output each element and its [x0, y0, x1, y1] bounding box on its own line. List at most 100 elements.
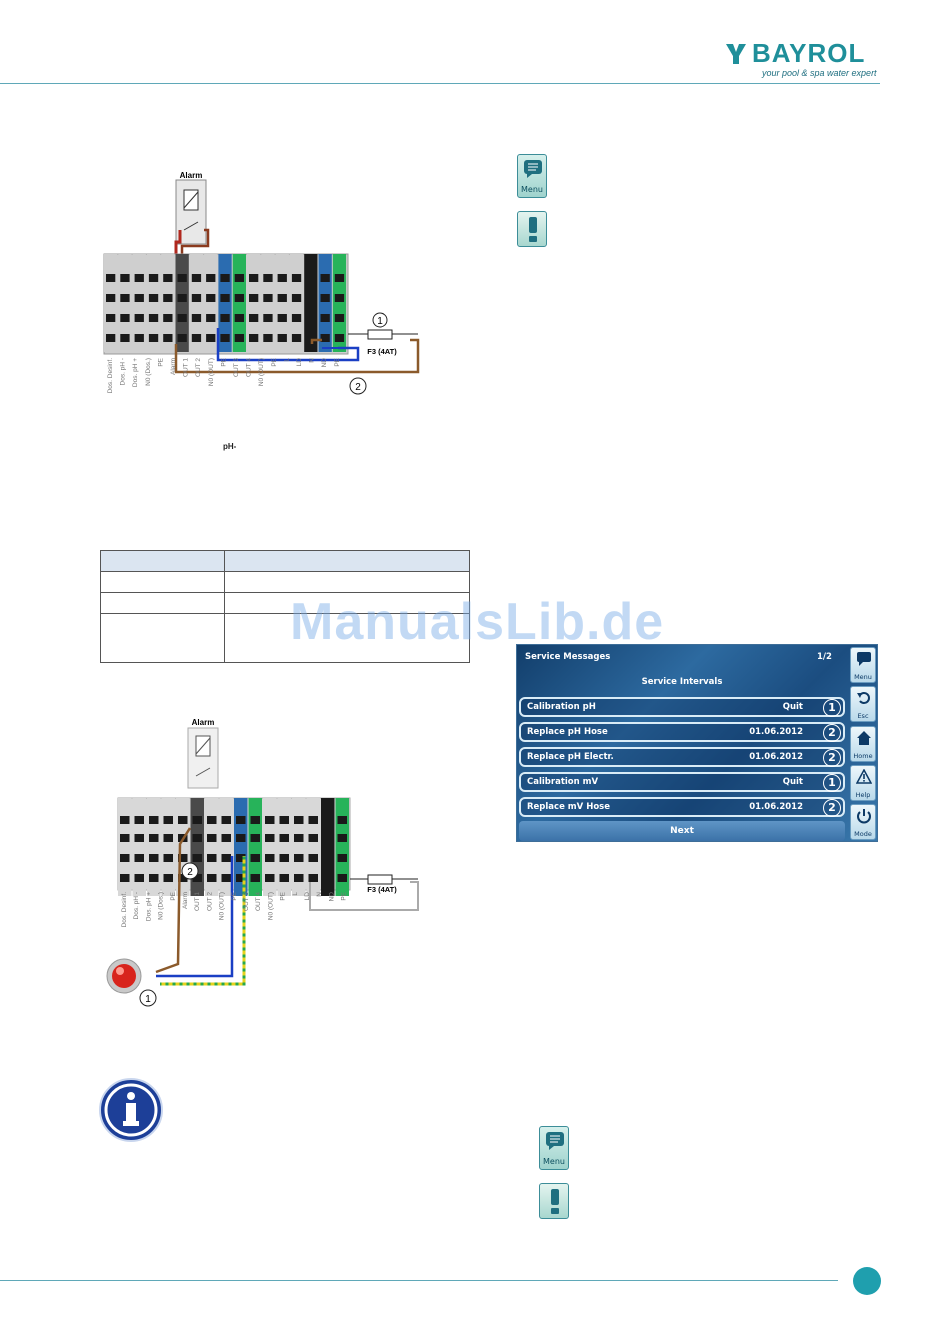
terminal-screw	[177, 334, 187, 342]
screen-home-button[interactable]: Home	[850, 726, 876, 762]
terminal-name: OUT 2	[206, 892, 213, 911]
terminal-name: OUT 1	[194, 892, 201, 911]
terminal-screw	[306, 294, 316, 302]
terminal-screw	[192, 854, 202, 862]
wiring-diagram-alarm-lamp: Alarm F3 (4AT) 2 1 Dos. Desinf.Dos. pH -…	[106, 718, 419, 1007]
menu-icon	[857, 652, 871, 666]
terminal-screw	[250, 834, 260, 842]
terminal-screw	[249, 274, 259, 282]
terminal-screw	[277, 334, 287, 342]
terminal-screw	[323, 874, 333, 882]
terminal-screw	[221, 854, 231, 862]
table-row	[100, 613, 470, 663]
terminal-name: ND	[321, 358, 328, 368]
menu-icon-label: Menu	[521, 185, 543, 194]
terminal-screw	[106, 294, 116, 302]
terminal-name: N0 (OUT)	[208, 358, 215, 386]
terminal-screw	[207, 874, 217, 882]
terminal-screw	[206, 334, 216, 342]
menu-icon: Menu	[517, 154, 547, 198]
terminal-screw	[149, 834, 159, 842]
home-icon	[857, 731, 871, 745]
terminal-name: N0 (Dos.)	[158, 892, 165, 920]
screen-menu-button[interactable]: Menu	[850, 647, 876, 683]
terminal-name: OUT 3	[243, 892, 250, 911]
terminal-screw	[191, 334, 202, 342]
terminal-screw	[106, 314, 116, 322]
terminal-screw	[220, 294, 230, 302]
terminal-screw	[148, 314, 159, 322]
terminal-screw	[291, 274, 302, 282]
terminal-screw	[192, 816, 202, 824]
callout-2-circle	[349, 377, 367, 395]
terminal-screw	[308, 816, 318, 824]
terminal-screw	[163, 314, 173, 322]
terminal-screw	[134, 816, 144, 824]
terminal-screw	[220, 274, 230, 282]
terminal-screw	[206, 294, 216, 302]
screen-subtitle: Service Intervals	[641, 677, 723, 687]
terminal-screw	[337, 854, 347, 862]
terminal-screw	[291, 314, 302, 322]
terminal-screw	[236, 816, 246, 824]
fuse-label-2: F3 (4AT)	[367, 885, 397, 894]
terminal-name: ND	[328, 892, 335, 902]
terminal-screw	[149, 874, 159, 882]
terminal-screw	[308, 874, 318, 882]
table-header-row	[100, 550, 470, 572]
terminal-name: PE	[220, 357, 227, 366]
screen-help-button[interactable]: Help	[850, 765, 876, 801]
screen-esc-button[interactable]: Esc	[850, 686, 876, 722]
terminal-screw	[323, 816, 333, 824]
terminal-screw	[163, 834, 173, 842]
terminal-screw	[294, 816, 304, 824]
terminal-screw	[250, 816, 260, 824]
terminal-screw	[134, 274, 144, 282]
terminal-name: OUT 3	[233, 358, 240, 377]
terminal-screw	[250, 854, 260, 862]
terminal-screw	[177, 294, 187, 302]
wiring-diagram-alarm: Alarm 1 F3 (4AT) 2 Dos. Desinf.Dos. pH -…	[103, 171, 420, 395]
terminal-screw	[320, 274, 330, 282]
terminal-screw	[294, 854, 304, 862]
terminal-screw	[134, 834, 144, 842]
alarm-label: Alarm	[180, 171, 203, 180]
callout-1: 1	[377, 316, 383, 327]
brand-name: BAYROL	[752, 38, 866, 68]
terminal-screw	[120, 874, 130, 882]
warning-icon	[856, 769, 872, 784]
callout-2-b: 2	[187, 867, 193, 878]
footer-rule	[0, 1280, 838, 1281]
terminal-name: LD	[304, 892, 311, 901]
next-button[interactable]: Next	[519, 821, 845, 841]
terminal-screw	[291, 294, 302, 302]
terminal-screw	[120, 334, 130, 342]
page-marker-dot	[853, 1267, 881, 1295]
terminal-screw	[265, 874, 275, 882]
terminal-screw	[134, 854, 144, 862]
terminal-screw	[207, 816, 217, 824]
terminal-screw	[207, 854, 217, 862]
terminal-screw	[279, 816, 289, 824]
terminal-screw	[236, 834, 246, 842]
terminal-screw	[279, 874, 289, 882]
terminal-screw	[192, 834, 202, 842]
terminal-screw	[192, 874, 202, 882]
terminal-name: OUT 1	[183, 358, 190, 377]
screen-mode-button[interactable]: Mode	[850, 804, 876, 840]
terminal-screw	[249, 334, 259, 342]
terminal-screw	[234, 314, 244, 322]
terminal-name: PE	[334, 357, 341, 366]
terminal-screw	[221, 816, 231, 824]
terminal-screw	[120, 834, 130, 842]
terminal-screw	[163, 274, 173, 282]
terminal-screw	[163, 854, 173, 862]
terminal-screw	[234, 294, 244, 302]
terminal-screw	[337, 834, 347, 842]
terminal-screw	[279, 854, 289, 862]
